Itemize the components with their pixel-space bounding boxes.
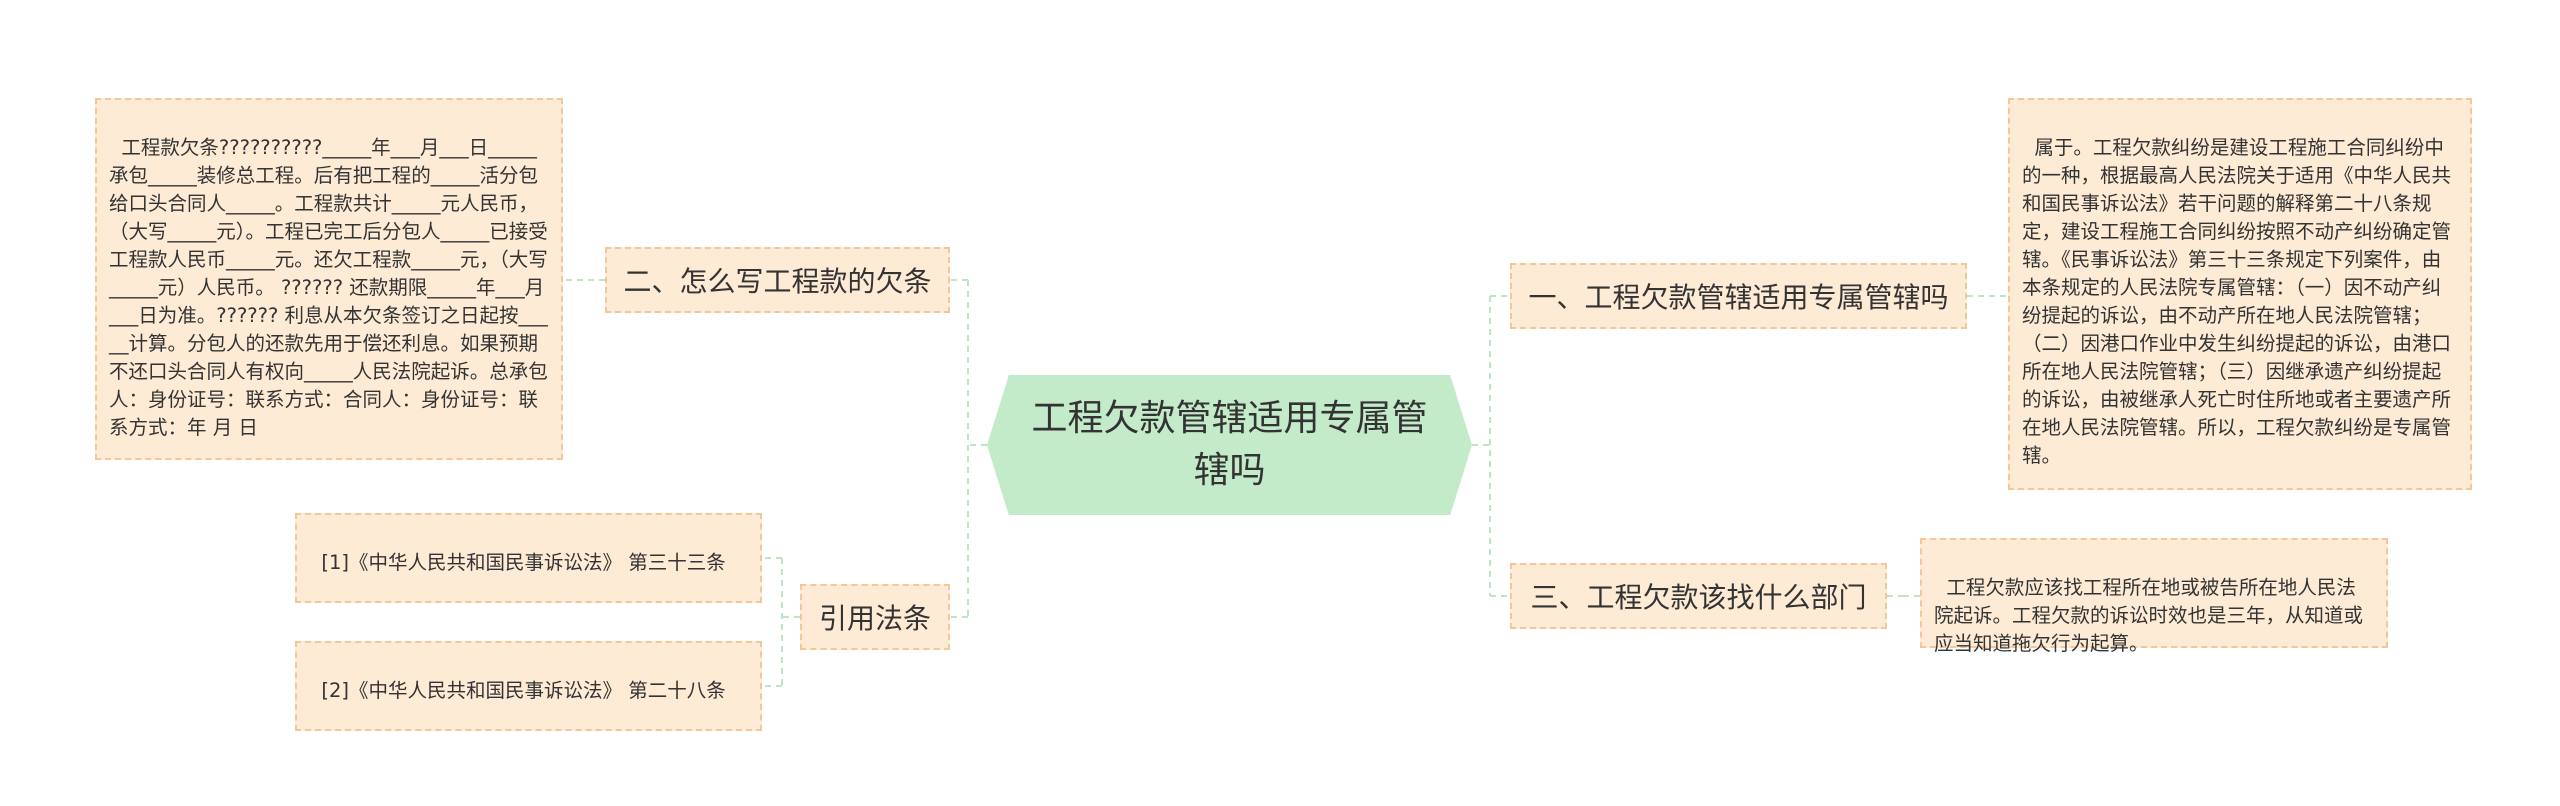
branch-citations[interactable]: 引用法条 — [800, 584, 950, 650]
citation-item-1[interactable]: [1]《中华人民共和国民事诉讼法》 第三十三条 — [295, 513, 762, 603]
citation-item-2-text: [2]《中华人民共和国民事诉讼法》 第二十八条 — [321, 679, 726, 702]
branch-iou[interactable]: 二、怎么写工程款的欠条 — [605, 247, 950, 313]
leaf-department-text: 工程欠款应该找工程所在地或被告所在地人民法院起诉。工程欠款的诉讼时效也是三年，从… — [1934, 576, 2364, 655]
citation-item-1-text: [1]《中华人民共和国民事诉讼法》 第三十三条 — [321, 551, 726, 574]
branch-citations-label: 引用法条 — [818, 602, 931, 635]
leaf-jurisdiction-detail[interactable]: 属于。工程欠款纠纷是建设工程施工合同纠纷中的一种，根据最高人民法院关于适用《中华… — [2008, 98, 2472, 490]
branch-jurisdiction[interactable]: 一、工程欠款管辖适用专属管辖吗 — [1510, 263, 1967, 329]
central-topic-title: 工程欠款管辖适用专属管辖吗 — [1031, 398, 1428, 491]
branch-jurisdiction-label: 一、工程欠款管辖适用专属管辖吗 — [1528, 281, 1949, 314]
citation-item-2[interactable]: [2]《中华人民共和国民事诉讼法》 第二十八条 — [295, 641, 762, 731]
branch-iou-label: 二、怎么写工程款的欠条 — [623, 265, 932, 298]
leaf-iou-detail[interactable]: 工程款欠条??????????_____年___月___日_____承包____… — [95, 98, 563, 460]
leaf-jurisdiction-text: 属于。工程欠款纠纷是建设工程施工合同纠纷中的一种，根据最高人民法院关于适用《中华… — [2022, 136, 2452, 467]
leaf-department-detail[interactable]: 工程欠款应该找工程所在地或被告所在地人民法院起诉。工程欠款的诉讼时效也是三年，从… — [1920, 538, 2388, 655]
leaf-iou-text: 工程款欠条??????????_____年___月___日_____承包____… — [109, 136, 548, 439]
branch-department[interactable]: 三、工程欠款该找什么部门 — [1510, 563, 1887, 629]
central-topic[interactable]: 工程欠款管辖适用专属管辖吗 — [987, 375, 1472, 515]
branch-department-label: 三、工程欠款该找什么部门 — [1530, 581, 1867, 614]
